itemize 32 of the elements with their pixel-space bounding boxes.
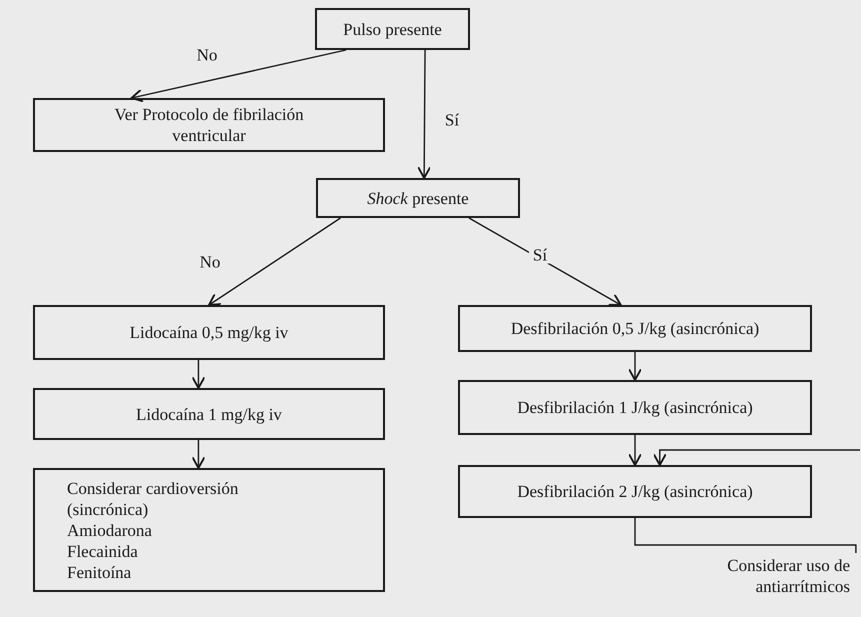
arrow [208,217,341,306]
process-box [458,380,812,435]
process-box [33,305,385,360]
arrow [191,360,206,389]
process-box [33,388,385,440]
box-text: Desfibrilación 1 J/kg (asincrónica) [517,397,753,418]
edge-label: Sí [528,246,552,264]
arrow [191,440,206,469]
box-text: Amiodarona [67,520,152,540]
arrow [652,449,860,466]
box-text: Ver Protocolo de fibrilación ventricular [113,104,305,146]
arrow [628,352,642,381]
process-box [316,178,520,218]
process-box [33,468,385,592]
process-box [458,465,812,518]
box-text: Desfibrilación 0,5 J/kg (asincrónica) [510,318,760,339]
box-text: Desfibrilación 2 J/kg (asincrónica) [517,481,753,502]
box-text: Considerar uso de antiarrítmicos [726,555,850,597]
arrow [628,435,642,466]
box-text: Fenitoína [67,562,132,582]
process-box [315,8,470,50]
box-text: Lidocaína 0,5 mg/kg iv [130,322,288,343]
box-text: Flecainida [67,540,138,562]
arrow [468,217,622,306]
box-text: Pulso presente [343,18,442,40]
box-text: Shock presente [367,188,469,208]
arrow [417,50,432,179]
process-box [458,305,812,352]
box-text: Considerar cardioversión (sincrónica) [67,478,240,520]
process-box [33,98,385,152]
arrow [130,49,346,102]
box-text: Lidocaína 1 mg/kg iv [136,404,282,424]
